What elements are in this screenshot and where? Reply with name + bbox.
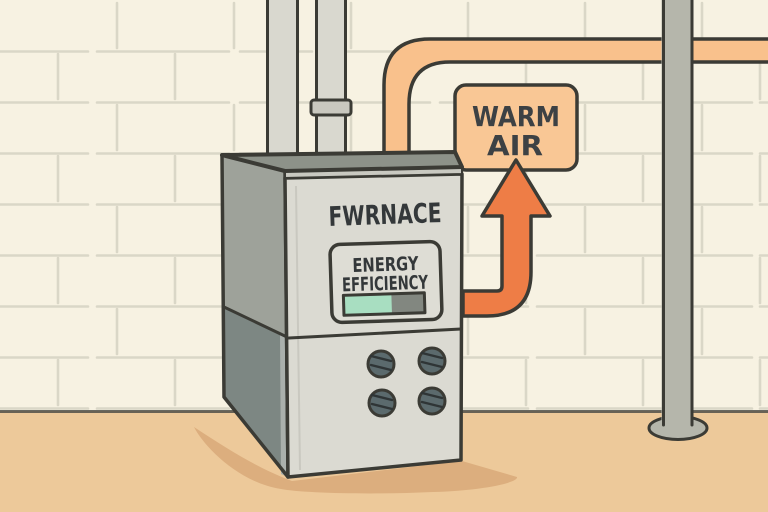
wall-pipe <box>647 0 709 441</box>
furnace-label: FWRNACE <box>328 198 442 233</box>
furnace-side-seam <box>222 305 289 339</box>
flue-pipe-right-edges <box>315 0 347 162</box>
knob <box>367 388 397 418</box>
efficiency-panel-line1: ENERGY <box>352 253 419 277</box>
knob <box>417 346 447 376</box>
flue-pipe-right <box>315 0 347 164</box>
knob-slots <box>420 391 444 409</box>
knob-slots <box>370 393 394 411</box>
warm-air-arrow <box>461 158 552 318</box>
furnace-lid <box>220 150 464 173</box>
flue-pipe-collar <box>309 98 353 117</box>
warm-air-sign-line1: WARM <box>472 100 560 133</box>
knob <box>417 386 447 416</box>
furnace-front-crease <box>295 185 301 471</box>
warm-air-sign-line2: AIR <box>487 129 543 162</box>
knob <box>366 349 396 379</box>
warm-air-sign: WARM AIR <box>453 83 579 172</box>
efficiency-panel: ENERGY EFFICIENCY <box>328 239 444 325</box>
control-knobs <box>366 346 447 418</box>
floor-shadow <box>194 427 518 494</box>
efficiency-gauge-border <box>341 291 427 317</box>
flue-pipes <box>266 0 353 164</box>
flue-pipe-left-edges <box>266 0 299 162</box>
knob-slots <box>420 351 444 369</box>
furnace: FWRNACE ENERGY EFFICIENCY <box>220 150 464 479</box>
wall-pipe-body <box>661 0 694 426</box>
furnace-side-lower <box>224 307 288 477</box>
wall-pipe-edges <box>662 0 694 427</box>
efficiency-gauge-fill <box>343 293 392 316</box>
warm-air-duct <box>382 37 768 168</box>
knob-slots <box>369 354 393 372</box>
furnace-front-seam <box>287 327 463 340</box>
flue-pipe-left <box>266 0 299 164</box>
